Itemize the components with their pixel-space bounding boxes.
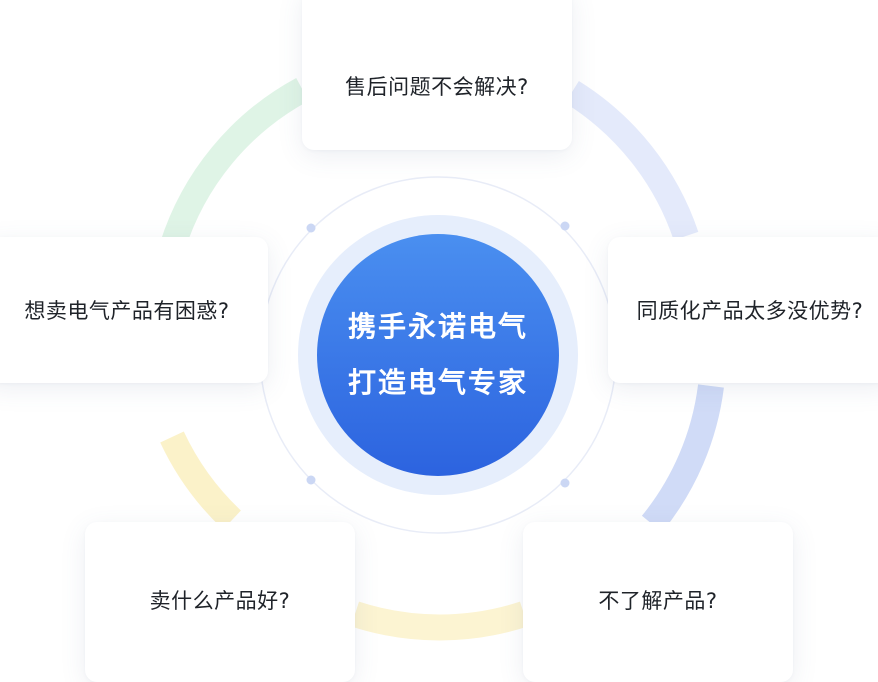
outer-ring-blue-arc-right (641, 384, 724, 533)
question-card-bottom-left-text: 卖什么产品好? (149, 588, 291, 613)
center-slogan-line-1: 携手永诺电气 (347, 310, 528, 343)
outer-ring-green-arc (159, 77, 309, 252)
outer-ring-yellow-arc-left (160, 431, 242, 530)
question-card-bottom-right: 不了解产品? (523, 522, 793, 682)
center-slogan-line-2: 打造电气专家 (347, 366, 528, 399)
ring-dot-top-left (306, 223, 316, 233)
question-card-left-text: 想卖电气产品有困惑? (24, 299, 230, 323)
outer-ring-yellow-arc-bottom (350, 601, 529, 641)
question-card-left: 想卖电气产品有困惑? (0, 237, 268, 383)
question-card-bottom-left: 卖什么产品好? (85, 522, 355, 682)
question-card-right: 同质化产品太多没优势? (608, 237, 878, 383)
ring-dot-bottom-left (306, 475, 316, 485)
question-card-bottom-right-text: 不了解产品? (598, 588, 718, 613)
question-card-top-text: 售后问题不会解决? (345, 75, 529, 99)
center-slogan: 携手永诺电气 打造电气专家 (318, 235, 558, 475)
question-card-top: 售后问题不会解决? (302, 0, 572, 150)
ring-dot-bottom-right (560, 478, 570, 488)
center-circle (317, 234, 559, 476)
ring-dot-top-right (560, 221, 570, 231)
outer-ring-blue-arc-top (565, 80, 699, 241)
question-card-right-text: 同质化产品太多没优势? (636, 299, 864, 323)
